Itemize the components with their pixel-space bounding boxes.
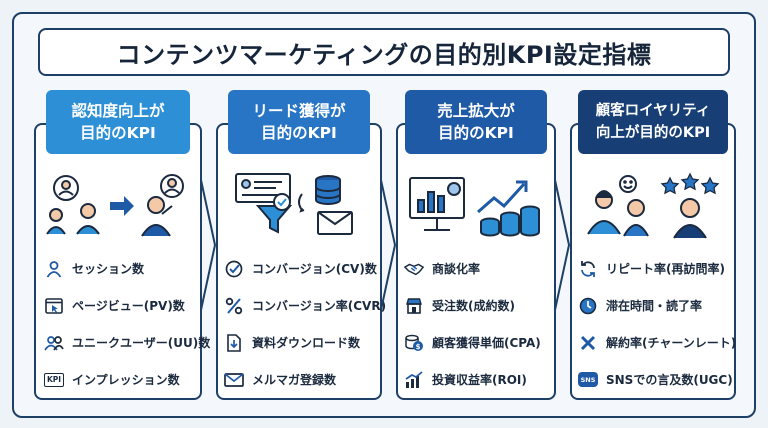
loyalty-illustration-icon [587,172,720,239]
kpi-label: コンバージョン(CV)数 [252,262,377,276]
kpi-list-loyalty: リピート率(再訪問率) 滞在時間・読了率 解約率(チャーンレート) SNS SN… [578,250,736,398]
cross-icon [578,333,598,353]
coins-icon: $ [404,333,424,353]
store-icon [404,296,424,316]
kpi-item: 投資収益率(ROI) [404,361,541,398]
kpi-label: 滞在時間・読了率 [606,299,703,313]
kpi-item: $ 顧客獲得単価(CPA) [404,324,541,361]
chevron-right-icon [554,180,571,310]
refresh-icon [578,259,598,279]
chat-icon: SNS [578,372,598,387]
kpi-item: 受注数(成約数) [404,287,541,324]
sales-growth-illustration-icon [409,177,540,237]
kpi-label: セッション数 [72,262,145,276]
heading-line: 目的のKPI [261,124,337,142]
kpi-list-leads: コンバージョン(CV)数 コンバージョン率(CVR) 資料ダウンロード数 メルマ… [224,250,386,398]
heading-line: 顧客ロイヤリティ [595,103,711,119]
heading-line: リード獲得が [252,102,346,120]
kpi-list-sales: 商談化率 受注数(成約数) $ 顧客獲得単価(CPA) 投資収益率(ROI) [404,250,541,398]
heading-line: 売上拡大が [437,102,515,120]
kpi-item: SNS SNSでの言及数(UGC) [578,361,736,398]
browser-cursor-icon [44,296,64,316]
title-box: コンテンツマーケティングの目的別KPI設定指標 [38,28,730,76]
download-document-icon [224,333,244,353]
kpi-label: 顧客獲得単価(CPA) [432,336,541,350]
kpi-label: SNSでの言及数(UGC) [606,373,733,387]
kpi-label: メルマガ登録数 [252,373,337,387]
kpi-label: 商談化率 [432,262,481,276]
heading-line: 目的のKPI [438,124,514,142]
lead-generation-illustration-icon [235,173,353,235]
clock-icon [578,296,598,316]
kpi-label: インプレッション数 [72,373,180,387]
kpi-tag-icon: KPI [44,372,64,387]
kpi-label: 投資収益率(ROI) [432,373,527,387]
column-heading-loyalty: 顧客ロイヤリティ 向上が目的のKPI [578,90,728,154]
page-title: コンテンツマーケティングの目的別KPI設定指標 [116,40,652,69]
column-heading-awareness: 認知度向上が 目的のKPI [46,90,190,154]
kpi-label: 資料ダウンロード数 [252,336,361,350]
kpi-item: メルマガ登録数 [224,361,386,398]
chevron-right-icon [200,180,217,310]
user-icon [44,259,64,279]
kpi-label: 解約率(チャーンレート) [606,336,737,350]
column-heading-leads: リード獲得が 目的のKPI [228,90,370,154]
growth-chart-icon [404,370,424,390]
column-card-awareness [34,123,202,400]
kpi-item: コンバージョン(CV)数 [224,250,386,287]
kpi-item: ページビュー(PV)数 [44,287,210,324]
heading-line: 向上が目的のKPI [595,125,711,141]
kpi-item: 滞在時間・読了率 [578,287,736,324]
kpi-label: コンバージョン率(CVR) [252,299,387,313]
heading-line: 認知度向上が [71,102,165,120]
kpi-item: KPI インプレッション数 [44,361,210,398]
column-card-loyalty [570,123,736,400]
heading-line: 目的のKPI [80,124,156,142]
handshake-icon [404,259,424,279]
kpi-label: ページビュー(PV)数 [72,299,185,313]
users-icon [44,333,64,353]
svg-text:$: $ [416,343,421,351]
kpi-item: コンバージョン率(CVR) [224,287,386,324]
percent-icon [224,296,244,316]
column-card-leads [216,123,382,400]
kpi-label: 受注数(成約数) [432,299,515,313]
check-circle-icon [224,259,244,279]
column-heading-sales: 売上拡大が 目的のKPI [405,90,547,154]
chevron-right-icon [380,180,397,310]
mail-icon [224,370,244,390]
kpi-label: ユニークユーザー(UU)数 [72,336,211,350]
kpi-item: 解約率(チャーンレート) [578,324,736,361]
kpi-item: セッション数 [44,250,210,287]
kpi-item: ユニークユーザー(UU)数 [44,324,210,361]
kpi-item: 資料ダウンロード数 [224,324,386,361]
kpi-item: リピート率(再訪問率) [578,250,736,287]
awareness-illustration-icon [46,174,184,237]
kpi-list-awareness: セッション数 ページビュー(PV)数 ユニークユーザー(UU)数 KPI インプ… [44,250,210,398]
kpi-label: リピート率(再訪問率) [606,262,725,276]
kpi-item: 商談化率 [404,250,541,287]
